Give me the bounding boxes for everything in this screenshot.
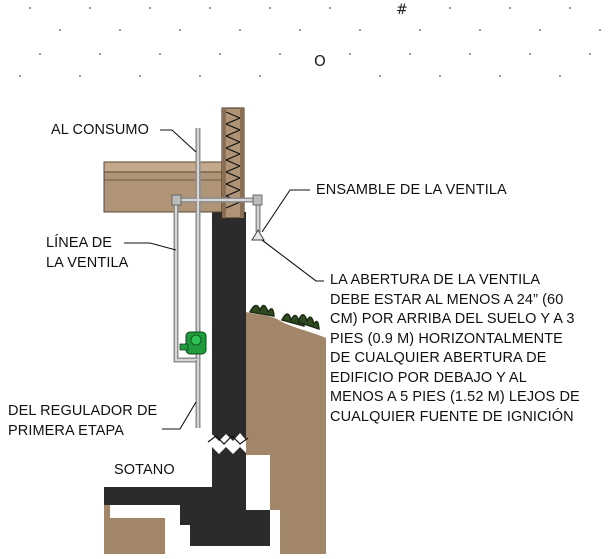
label-al-consumo: AL CONSUMO bbox=[51, 122, 149, 138]
label-del-regulador: DEL REGULADOR DE PRIMERA ETAPA bbox=[8, 403, 158, 439]
wall-break-line bbox=[207, 435, 249, 445]
soil-backfill bbox=[246, 312, 326, 554]
letter-o-mark: O bbox=[314, 52, 326, 70]
soil-backfill-left bbox=[104, 487, 180, 554]
label-sotano: SOTANO bbox=[114, 462, 175, 478]
label-abertura-nota: LA ABERTURA DE LA VENTILA DEBE ESTAR AL … bbox=[330, 272, 580, 425]
vent-assembly-icon bbox=[251, 229, 265, 241]
leader-lines bbox=[124, 129, 324, 430]
regulator-icon bbox=[179, 331, 207, 355]
ground-grass bbox=[248, 304, 320, 330]
label-ensamble: ENSAMBLE DE LA VENTILA bbox=[316, 182, 507, 198]
label-linea-ventila: LÍNEA DE LA VENTILA bbox=[46, 235, 129, 271]
foundation-wall-lower bbox=[212, 447, 246, 540]
hash-mark: # bbox=[396, 2, 408, 18]
foundation-wall bbox=[212, 212, 246, 441]
pipe-fitting bbox=[171, 194, 182, 206]
dot-pattern bbox=[19, 7, 601, 77]
